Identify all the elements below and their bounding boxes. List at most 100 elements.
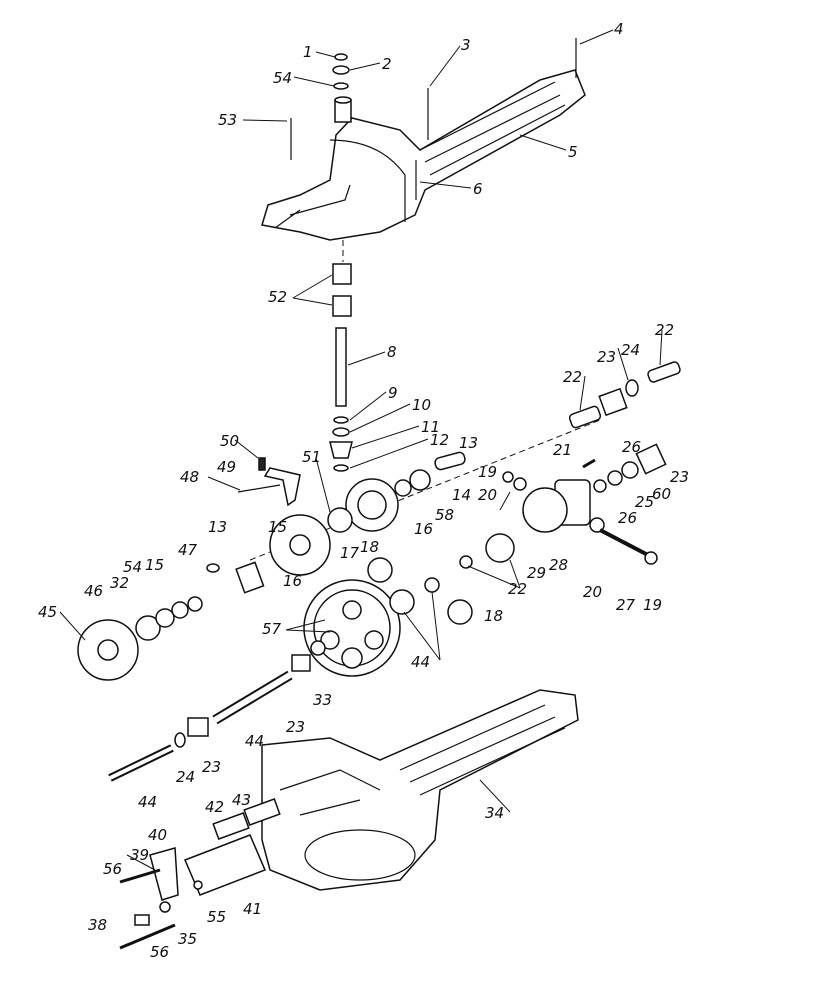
callout-47: 47: [178, 541, 198, 559]
pin-27: [599, 528, 649, 557]
detent-42: [212, 812, 250, 840]
callout-15: 15: [268, 518, 288, 536]
differential-case-29: [522, 487, 568, 533]
callout-58: 58: [435, 506, 455, 524]
washer-9: [333, 416, 349, 424]
ring-10: [332, 427, 350, 437]
callout-4: 4: [614, 20, 624, 38]
callout-39: 39: [130, 846, 150, 864]
callout-25: 25: [635, 493, 655, 511]
callout-34: 34: [485, 804, 505, 822]
callout-22: 22: [655, 321, 675, 339]
shift-fork-48: [263, 467, 301, 507]
callout-23: 23: [670, 468, 690, 486]
bevel-gear-22: [485, 533, 515, 563]
callout-54: 54: [273, 69, 293, 87]
detent-43: [243, 798, 281, 826]
callout-9: 9: [388, 384, 398, 402]
callout-41: 41: [243, 900, 263, 918]
callout-28: 28: [549, 556, 569, 574]
pinion-11: [329, 441, 353, 459]
washer-26-b: [621, 461, 639, 479]
callout-17: 17: [340, 544, 360, 562]
callout-15: 15: [145, 556, 165, 574]
washer-15: [187, 596, 203, 612]
callout-29: 29: [527, 564, 547, 582]
callout-21: 21: [553, 441, 573, 459]
callout-19: 19: [643, 596, 663, 614]
ring-12: [333, 464, 349, 472]
callout-13: 13: [459, 434, 479, 452]
callout-50: 50: [220, 432, 240, 450]
callout-56: 56: [150, 943, 170, 961]
washer-20-right: [589, 517, 605, 533]
callout-18: 18: [360, 538, 380, 556]
callout-20: 20: [478, 486, 498, 504]
washer-14: [409, 469, 431, 491]
bearing-23-mid: [291, 654, 311, 672]
callout-23: 23: [597, 348, 617, 366]
callout-51: 51: [302, 448, 322, 466]
pin-56-upper: [119, 868, 161, 884]
bearing-52-upper: [332, 263, 352, 285]
callout-44: 44: [411, 653, 431, 671]
pin-56-lower: [119, 923, 176, 950]
callout-18: 18: [484, 607, 504, 625]
callout-52: 52: [268, 288, 288, 306]
callout-8: 8: [387, 343, 397, 361]
callout-20: 20: [583, 583, 603, 601]
washer-58: [394, 479, 412, 497]
ring-33: [310, 640, 326, 656]
callout-3: 3: [461, 36, 471, 54]
callout-1: 1: [303, 43, 313, 61]
callout-14: 14: [452, 486, 472, 504]
bearing-23-left: [187, 717, 209, 737]
bushing-46: [135, 615, 161, 641]
callout-44: 44: [138, 793, 158, 811]
callout-35: 35: [178, 930, 198, 948]
callout-49: 49: [217, 458, 237, 476]
ring-19-left: [502, 471, 514, 483]
callout-56: 56: [103, 860, 123, 878]
callout-43: 43: [232, 791, 252, 809]
callout-60: 60: [652, 485, 672, 503]
callout-24: 24: [176, 768, 196, 786]
callout-19: 19: [478, 463, 498, 481]
washer-32: [155, 608, 175, 628]
callout-24: 24: [621, 341, 641, 359]
lever-40: [149, 847, 179, 901]
axle-22-stub: [568, 405, 602, 429]
callout-5: 5: [568, 143, 578, 161]
bearing-23-right: [635, 443, 667, 475]
callout-16: 16: [414, 520, 434, 538]
axle-22-top: [647, 361, 681, 383]
callout-10: 10: [412, 396, 432, 414]
rod-48: [237, 484, 281, 493]
shaft-13-gear: [235, 561, 265, 594]
callout-55: 55: [207, 908, 227, 926]
ring-54: [333, 82, 349, 90]
callout-32: 32: [110, 574, 130, 592]
gear-18-left: [367, 557, 393, 583]
screw-21: [582, 458, 596, 469]
washer-20-left: [513, 477, 527, 491]
callout-57: 57: [262, 620, 282, 638]
callout-27: 27: [616, 596, 636, 614]
callout-33: 33: [313, 691, 333, 709]
key-47: [206, 563, 220, 573]
callout-53: 53: [218, 111, 238, 129]
callout-22: 22: [508, 580, 528, 598]
callout-44: 44: [245, 732, 265, 750]
callout-42: 42: [205, 798, 225, 816]
washer-25: [607, 470, 623, 486]
callout-46: 46: [84, 582, 104, 600]
callout-16: 16: [283, 572, 303, 590]
shaft-13: [434, 451, 466, 471]
callout-26: 26: [622, 438, 642, 456]
callout-11: 11: [421, 418, 441, 436]
ring-24-top: [625, 379, 639, 397]
gear-44-small: [389, 589, 415, 615]
washer-1: [334, 53, 348, 61]
callout-48: 48: [180, 468, 200, 486]
